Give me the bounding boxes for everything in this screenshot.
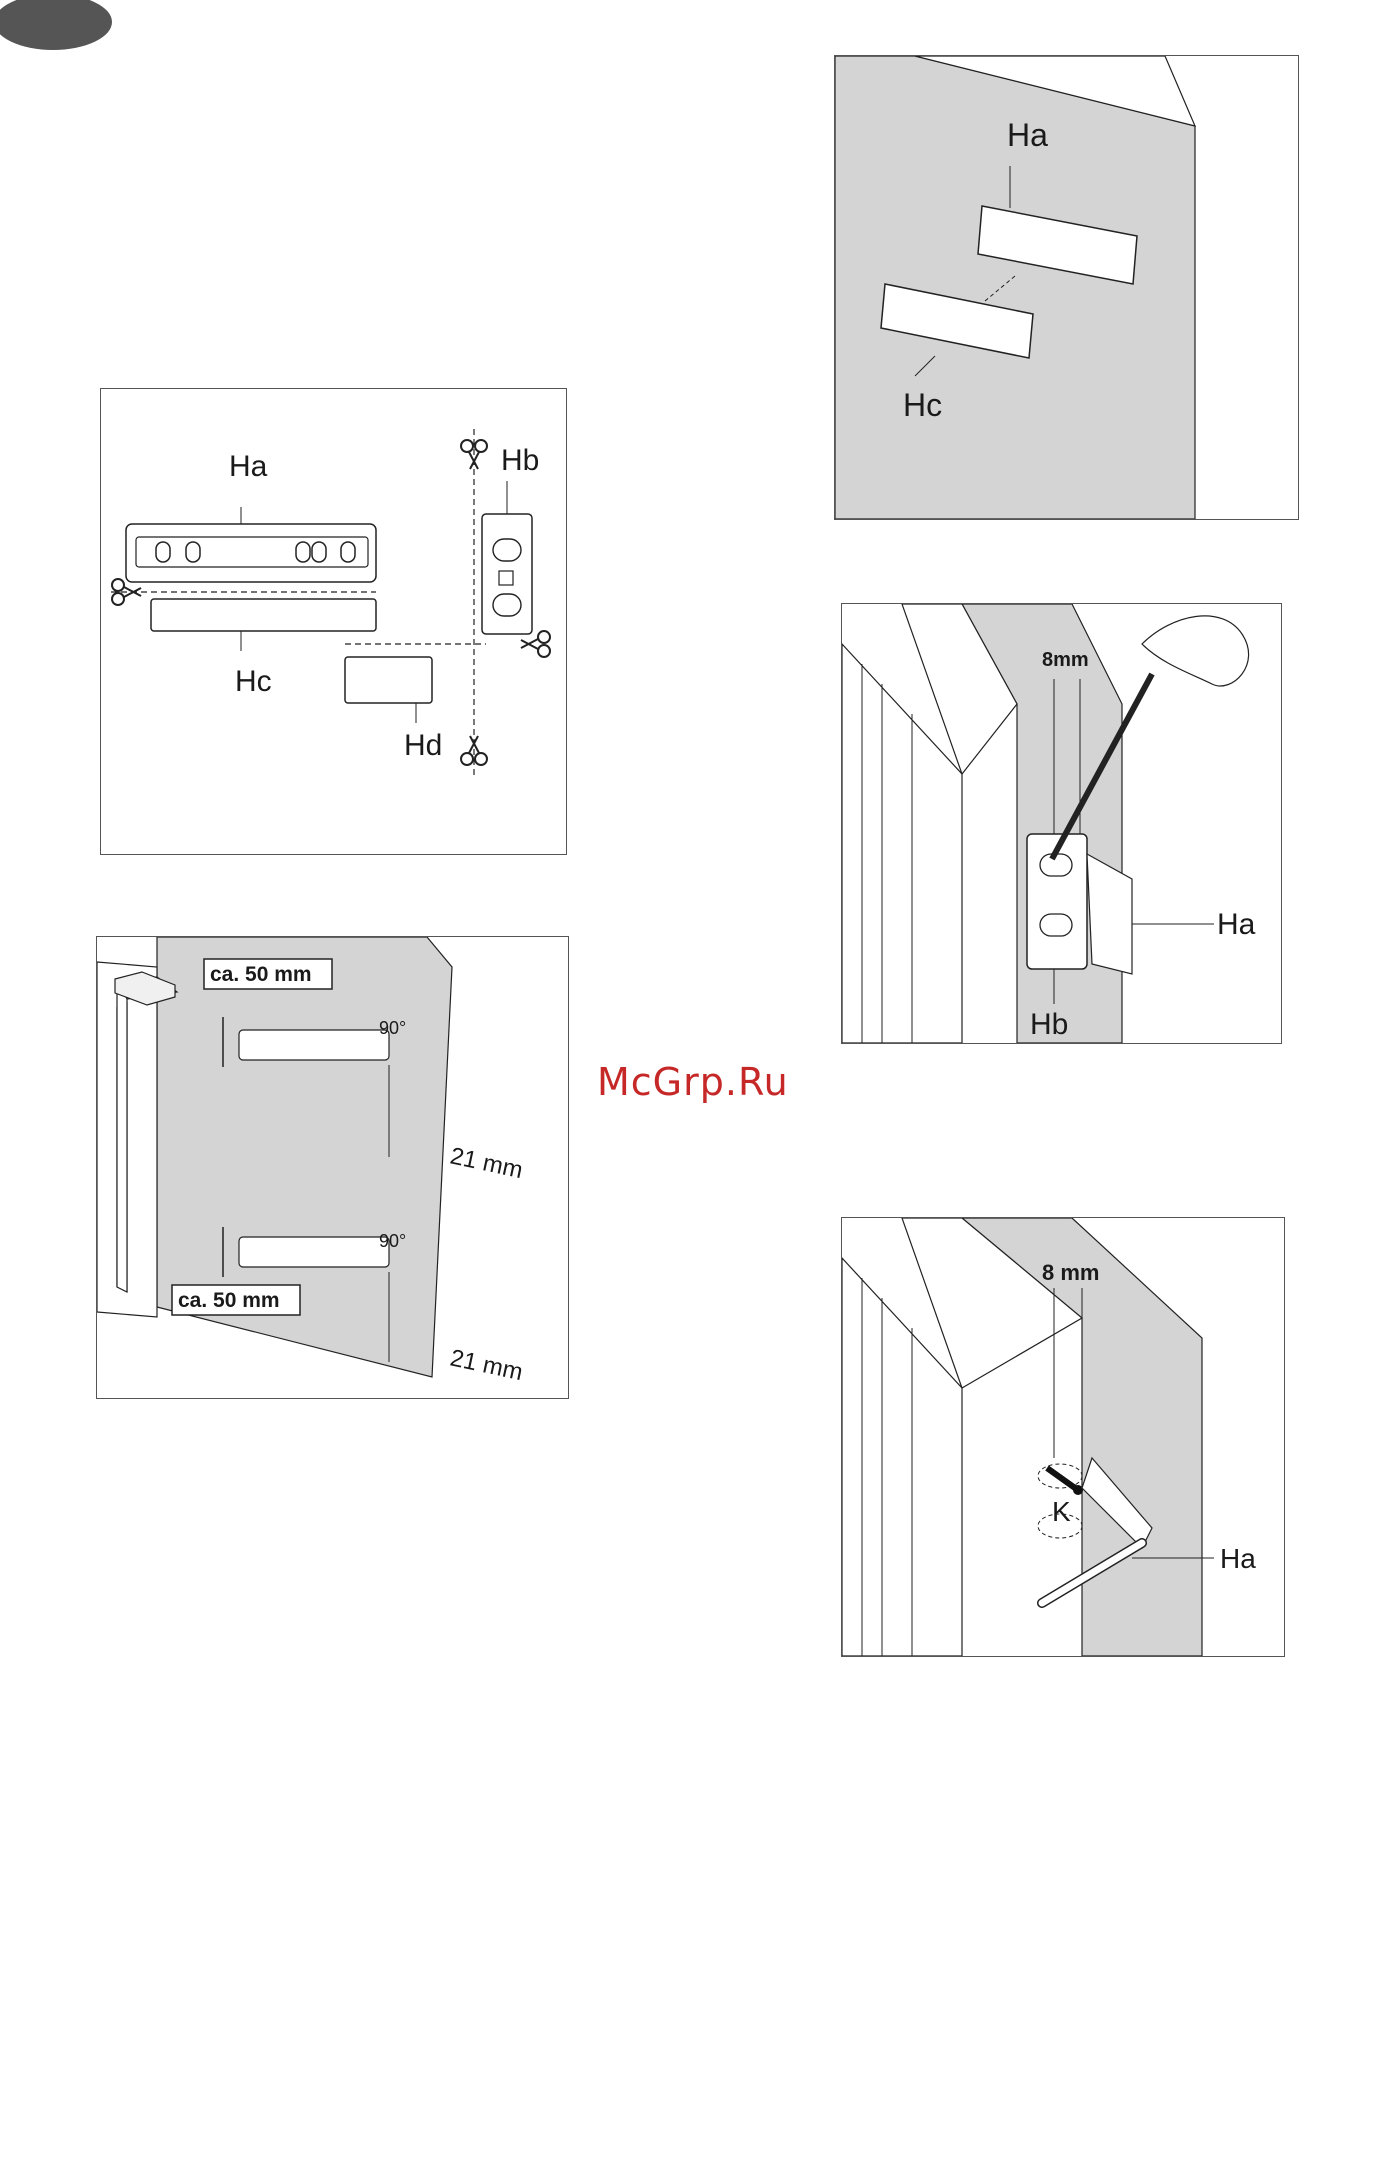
watermark: McGrp.Ru — [597, 1060, 789, 1104]
dimension-label-top: 21 mm — [448, 1142, 525, 1184]
figure-mounting-positions-drawing: ca. 50 mm ca. 50 mm 90° 90° 21 mm 21 mm — [97, 937, 568, 1398]
dimension-8mm: 8 mm — [1042, 1260, 1099, 1285]
figure-mount-hb-drawing: 8mm Ha Hb — [842, 604, 1281, 1043]
dimension-box-top: ca. 50 mm — [210, 963, 312, 986]
page-section-tab — [0, 0, 112, 50]
figure-insert-k: 8 mm K Ha — [841, 1217, 1285, 1657]
label-hc: Hc — [903, 387, 942, 423]
label-hc: Hc — [235, 665, 272, 698]
figure-cut-parts-drawing: Ha Hb Hc Hd — [101, 389, 566, 854]
figure-mount-hb: 8mm Ha Hb — [841, 603, 1282, 1044]
label-hd: Hd — [404, 729, 442, 762]
label-hb: Hb — [501, 444, 539, 477]
dimension-8mm: 8mm — [1042, 649, 1089, 671]
scissors-icon — [521, 631, 550, 657]
figure-mounting-positions: ca. 50 mm ca. 50 mm 90° 90° 21 mm 21 mm — [96, 936, 569, 1399]
label-ha: Ha — [1220, 1543, 1256, 1574]
label-ha: Ha — [229, 450, 268, 483]
dimension-label-bottom: 21 mm — [448, 1344, 525, 1386]
label-ha: Ha — [1217, 908, 1256, 941]
figure-cut-parts: Ha Hb Hc Hd — [100, 388, 567, 855]
dimension-box-bottom: ca. 50 mm — [178, 1289, 280, 1312]
angle-label-top: 90° — [379, 1018, 406, 1038]
figure-insert-k-drawing: 8 mm K Ha — [842, 1218, 1284, 1656]
angle-label-bottom: 90° — [379, 1231, 406, 1251]
label-ha: Ha — [1007, 117, 1048, 153]
label-hb: Hb — [1030, 1008, 1068, 1041]
figure-attach-hc-drawing: Ha Hc — [835, 56, 1298, 519]
figure-attach-hc: Ha Hc — [834, 55, 1299, 520]
label-k: K — [1052, 1496, 1071, 1527]
